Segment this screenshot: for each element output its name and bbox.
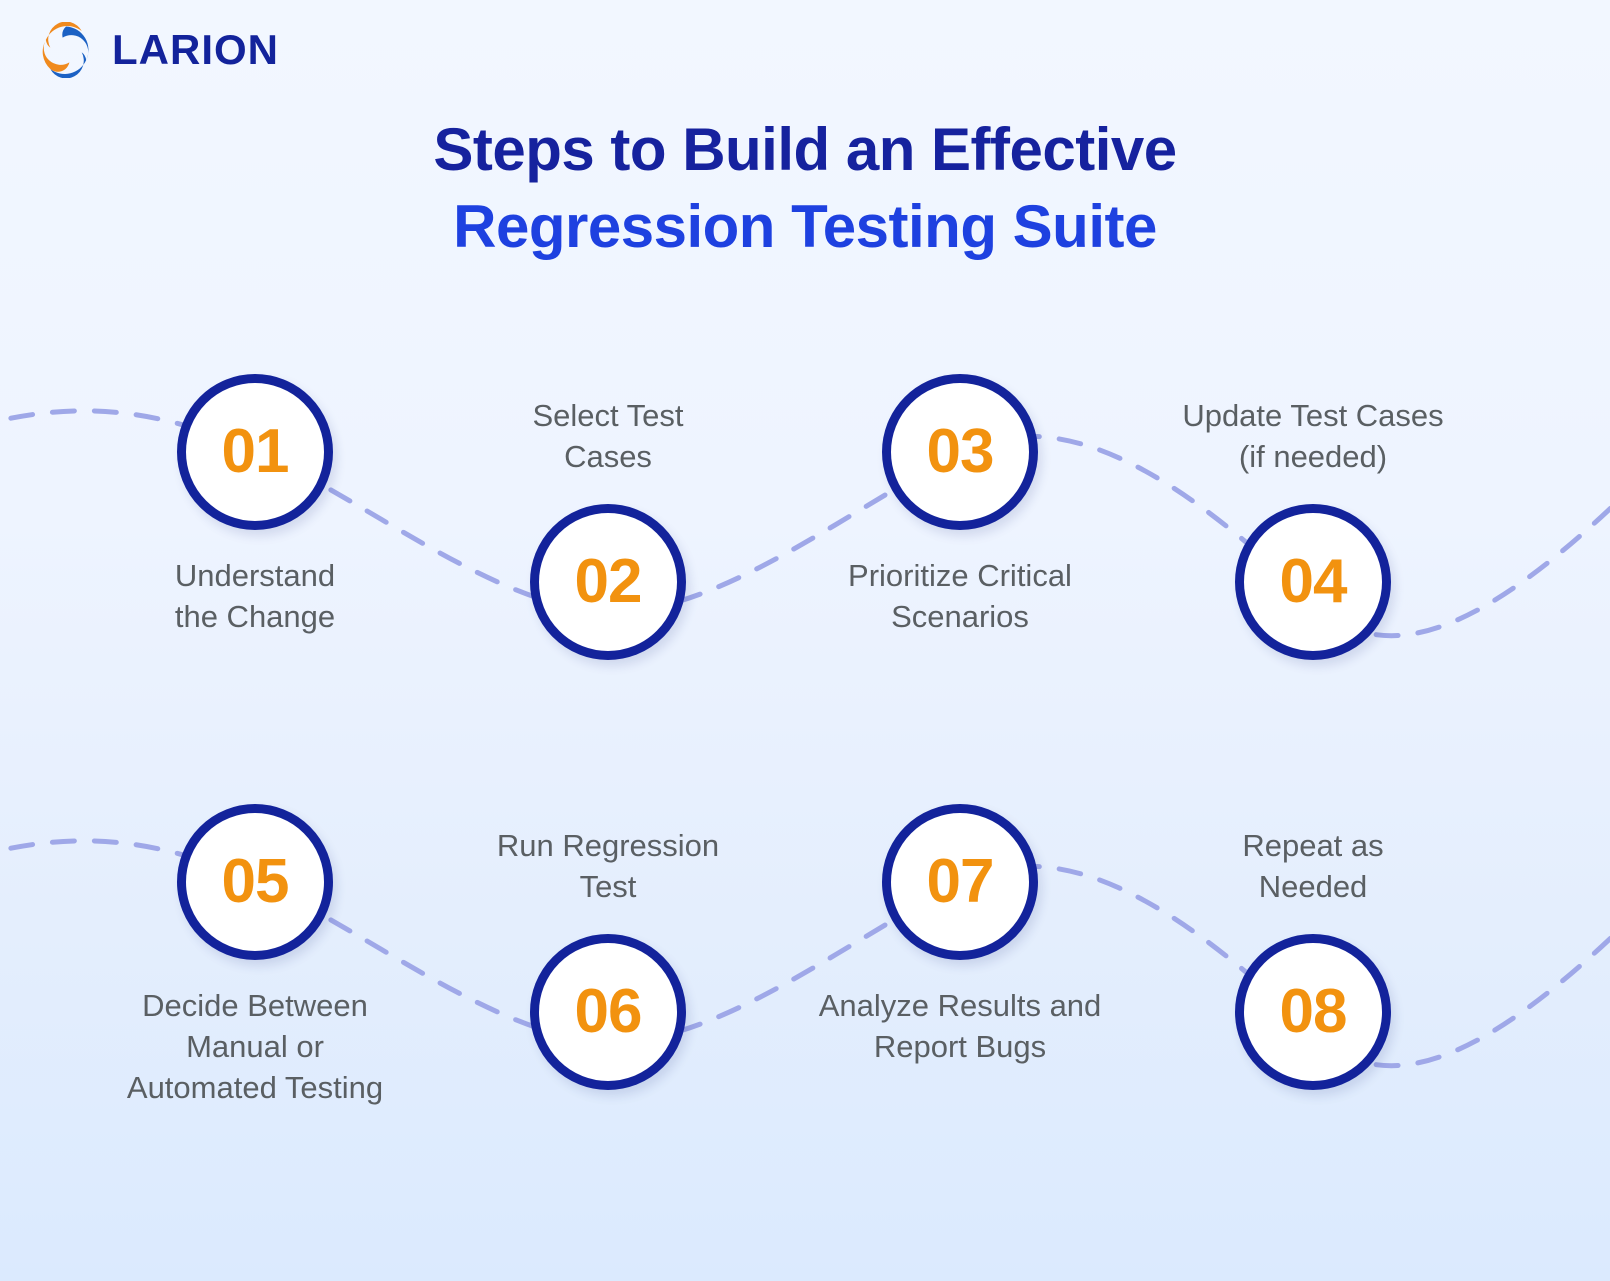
step-circle-03[interactable]: 03 [882, 374, 1038, 530]
step-number-05: 05 [221, 847, 290, 916]
step-label-04: Update Test Cases(if needed) [1182, 398, 1444, 474]
step-circle-05[interactable]: 05 [177, 804, 333, 960]
step-number-04: 04 [1279, 546, 1348, 616]
step-circle-02[interactable]: 02 [530, 503, 686, 660]
brand-name: LARION [112, 26, 279, 73]
step-circle-08[interactable]: 08 [1235, 933, 1391, 1090]
step-circle-01[interactable]: 01 [177, 374, 333, 530]
step-node-04[interactable]: 04 Update Test Cases(if needed) [1163, 396, 1463, 660]
larion-swirl-icon [42, 22, 89, 78]
step-number-02: 02 [574, 546, 643, 616]
step-circle-07[interactable]: 07 [882, 804, 1038, 960]
step-circle-06[interactable]: 06 [530, 933, 686, 1090]
page-title: Steps to Build an Effective Regression T… [0, 112, 1610, 266]
step-number-08: 08 [1279, 976, 1348, 1046]
brand-logo: LARION [38, 22, 279, 78]
step-circle-04[interactable]: 04 [1235, 503, 1391, 660]
step-number-07: 07 [926, 847, 995, 916]
step-number-01: 01 [221, 417, 290, 486]
step-number-06: 06 [574, 976, 643, 1046]
step-number-03: 03 [926, 417, 995, 486]
title-line-1: Steps to Build an Effective [433, 116, 1177, 183]
title-line-2: Regression Testing Suite [453, 192, 1157, 260]
